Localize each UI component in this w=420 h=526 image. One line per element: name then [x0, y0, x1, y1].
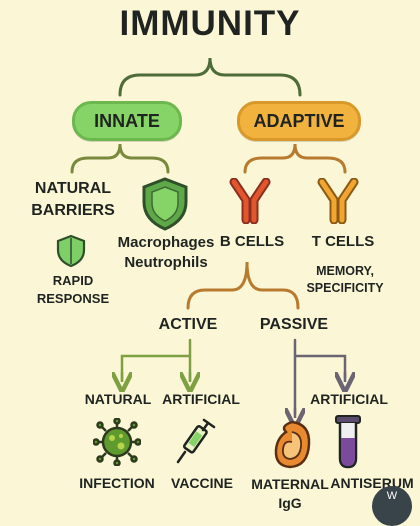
- vaccine-label: VACCINE: [171, 475, 233, 491]
- adaptive-brace: [243, 143, 347, 174]
- innate-cells-label: Macrophages Neutrophils: [117, 234, 215, 272]
- fetus-icon: [274, 420, 311, 469]
- t-cells-note: MEMORY, SPECIFICITY: [306, 264, 384, 295]
- title-brace: [118, 57, 302, 97]
- passive-label: PASSIVE: [259, 316, 329, 333]
- active-split: [120, 338, 192, 382]
- passive-split: [293, 338, 347, 416]
- maternal-igg-label: MATERNAL IgG: [251, 476, 329, 511]
- watermark-badge[interactable]: W: [372, 486, 412, 526]
- diagram-title: IMMUNITY: [119, 4, 301, 43]
- passive-artificial-label: ARTIFICIAL: [310, 391, 388, 407]
- natural-barriers-label: NATURAL BARRIERS: [31, 180, 115, 219]
- small-shield-icon: [56, 234, 86, 268]
- innate-pill: INNATE: [72, 101, 182, 141]
- active-artificial-label: ARTIFICIAL: [162, 391, 240, 407]
- b-cells-brace: [186, 261, 300, 310]
- adaptive-pill: ADAPTIVE: [237, 101, 361, 141]
- innate-label: INNATE: [94, 110, 160, 131]
- active-natural-label: NATURAL: [84, 391, 152, 407]
- test-tube-icon: [335, 415, 361, 469]
- innate-brace: [70, 143, 170, 174]
- b-cells-label: B CELLS: [219, 233, 285, 250]
- shield-icon: [142, 177, 188, 231]
- t-cells-label: T CELLS: [311, 233, 375, 250]
- syringe-icon: [176, 418, 216, 464]
- active-label: ACTIVE: [158, 316, 218, 333]
- t-cell-antibody-icon: [317, 178, 359, 224]
- infection-label: INFECTION: [79, 475, 155, 491]
- b-cell-antibody-icon: [229, 178, 271, 224]
- adaptive-label: ADAPTIVE: [253, 110, 345, 131]
- virus-icon: [93, 418, 141, 466]
- rapid-response-label: RAPID RESPONSE: [36, 273, 110, 306]
